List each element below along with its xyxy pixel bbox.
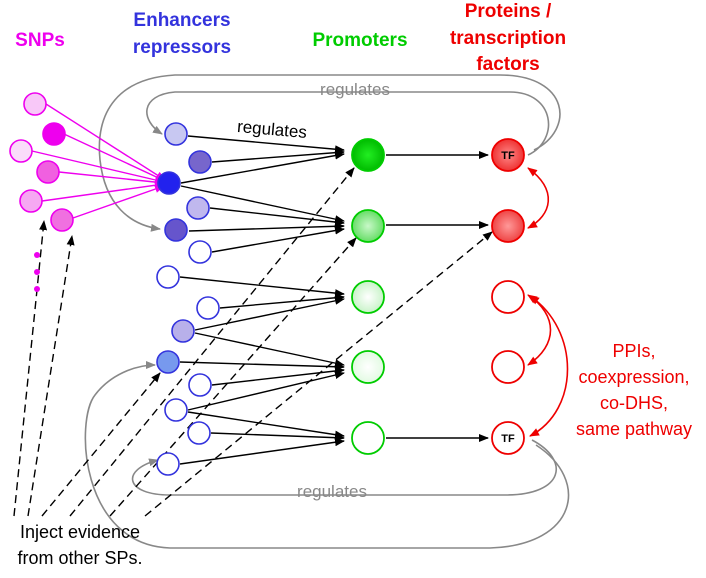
enhancer-node xyxy=(164,398,188,422)
protein-nodes xyxy=(491,138,525,455)
label-regulates-middle: regulates xyxy=(236,117,307,142)
snp-node xyxy=(50,208,74,232)
regulates-loop-bottom-outer xyxy=(84,361,570,549)
label-regulates-bottom: regulates xyxy=(297,482,367,501)
header-proteins: Proteins / xyxy=(465,1,552,22)
enhancer-node xyxy=(186,196,210,220)
header-repressors: repressors xyxy=(133,37,231,58)
protein-interaction-edges xyxy=(527,167,569,437)
snp-node xyxy=(9,139,33,163)
header-factors: factors xyxy=(476,54,539,75)
enhancer-nodes xyxy=(156,122,220,476)
enhancer-node xyxy=(188,240,212,264)
ellipsis-dot xyxy=(34,269,40,275)
enhancer-node xyxy=(156,350,180,374)
ppi-line-1: PPIs, xyxy=(612,341,655,361)
ppi-annotation: PPIs, coexpression, co-DHS, same pathway xyxy=(576,341,692,439)
protein-node xyxy=(491,209,525,243)
enhancer-node xyxy=(164,218,188,242)
enhancer-node xyxy=(156,452,180,476)
ellipsis-dot xyxy=(34,252,40,258)
enhancer-node xyxy=(164,122,188,146)
enhancer-node xyxy=(196,296,220,320)
tf-label: TF xyxy=(501,150,515,162)
enhancer-node xyxy=(157,171,181,195)
protein-node xyxy=(491,421,525,455)
header-snps: SNPs xyxy=(15,30,65,51)
promoter-node xyxy=(351,350,385,384)
inject-line-1: Inject evidence xyxy=(20,522,140,542)
enhancer-node xyxy=(171,319,195,343)
enhancer-node xyxy=(156,265,180,289)
inject-annotation: Inject evidence from other SPs. xyxy=(17,522,142,568)
ppi-line-4: same pathway xyxy=(576,419,692,439)
promoter-node xyxy=(351,138,385,172)
enhancer-node xyxy=(187,421,211,445)
promoter-node xyxy=(351,421,385,455)
promoter-protein-edges xyxy=(386,151,489,442)
ppi-line-3: co-DHS, xyxy=(600,393,668,413)
inject-line-2: from other SPs. xyxy=(17,548,142,568)
snp-node xyxy=(36,160,60,184)
tf-label: TF xyxy=(501,433,515,445)
snp-node xyxy=(42,122,66,146)
snp-node xyxy=(19,189,43,213)
header-transcription: transcription xyxy=(450,28,566,49)
regulates-loop-top-inner xyxy=(146,91,550,156)
header-enhancers: Enhancers xyxy=(133,10,230,31)
enhancer-promoter-edges xyxy=(179,135,345,465)
promoter-node xyxy=(351,209,385,243)
header-promoters: Promoters xyxy=(312,30,407,51)
ppi-line-2: coexpression, xyxy=(578,367,689,387)
promoter-node xyxy=(351,280,385,314)
enhancer-node xyxy=(188,373,212,397)
label-regulates-top: regulates xyxy=(320,80,390,99)
snp-edges xyxy=(31,103,166,219)
snp-node xyxy=(23,92,47,116)
ellipsis-dot xyxy=(34,286,40,292)
protein-node xyxy=(491,350,525,384)
enhancer-node xyxy=(188,150,212,174)
column-headers: SNPs Enhancers repressors Promoters Prot… xyxy=(15,1,566,75)
protein-node xyxy=(491,280,525,314)
protein-node xyxy=(491,138,525,172)
snp-nodes xyxy=(9,92,74,292)
promoter-nodes xyxy=(351,138,385,455)
inject-edges xyxy=(13,167,493,517)
